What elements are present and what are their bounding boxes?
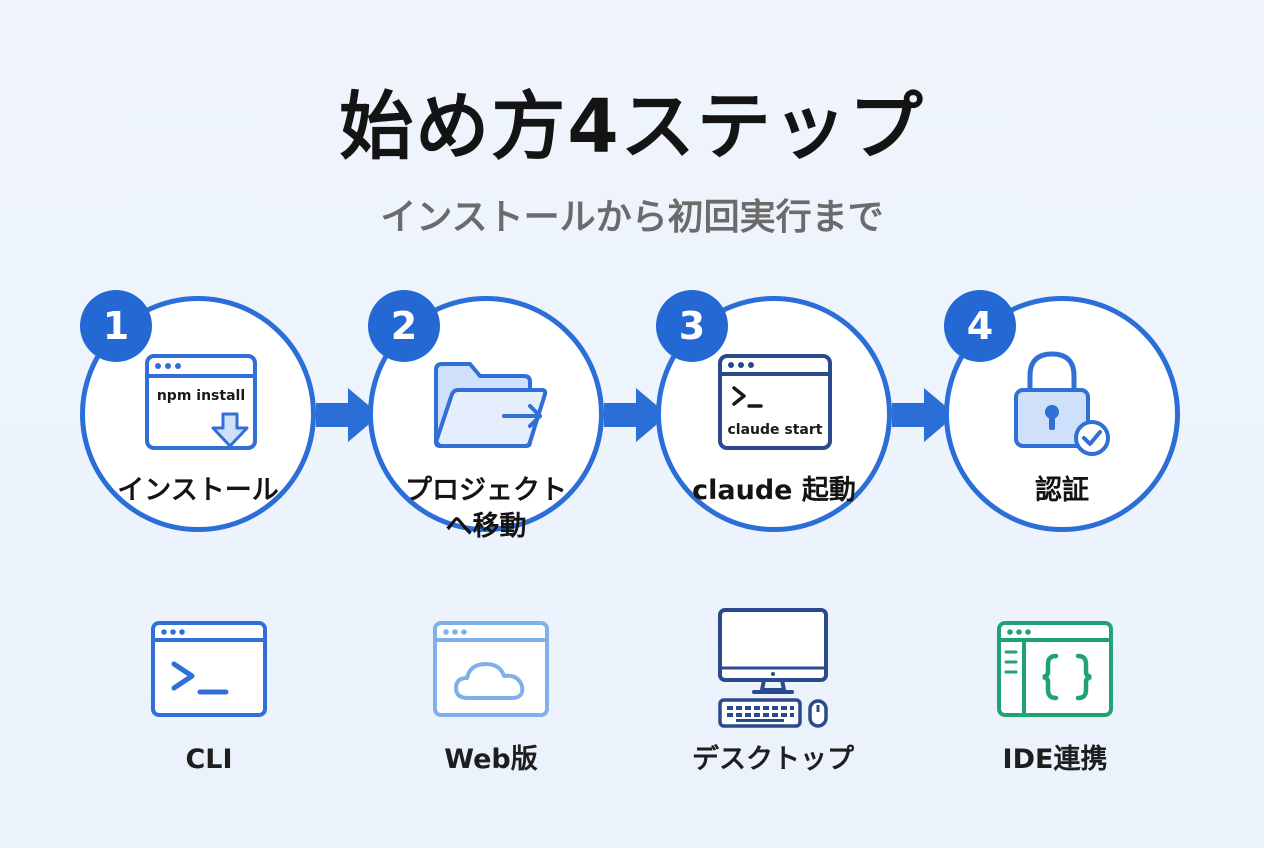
padlock-check-icon: [1014, 351, 1110, 456]
page-title: 始め方4ステップ: [339, 84, 925, 170]
desktop-computer-icon: [718, 608, 828, 728]
step-3-badge: 3: [656, 290, 728, 362]
mode-desktop-label: デスクトップ: [692, 744, 854, 775]
step-4-badge: 4: [944, 290, 1016, 362]
code-editor-icon: [997, 621, 1113, 717]
step-2-label-line2: へ移動: [445, 511, 527, 542]
step-1-badge: 1: [80, 290, 152, 362]
mode-cli-label: CLI: [185, 744, 233, 775]
terminal-prompt-icon: [151, 621, 267, 717]
arrow-right-icon: [892, 388, 956, 442]
step-3-label: claude 起動: [692, 475, 856, 506]
terminal-download-icon: npm install: [145, 354, 257, 450]
claude-start-text: claude start: [728, 422, 823, 438]
arrow-right-icon: [604, 388, 668, 442]
mode-ide-label: IDE連携: [1002, 744, 1108, 775]
arrow-right-icon: [316, 388, 380, 442]
folder-arrow-icon: [434, 362, 548, 448]
step-2-label-line1: プロジェクト: [405, 475, 567, 506]
npm-install-text: npm install: [157, 388, 245, 404]
step-2-badge: 2: [368, 290, 440, 362]
mode-web-label: Web版: [444, 744, 538, 775]
step-4-label: 認証: [1035, 475, 1089, 506]
page-subtitle: インストールから初回実行まで: [380, 197, 884, 238]
terminal-window-icon: claude start: [718, 354, 832, 450]
step-2-circle: [368, 296, 604, 532]
step-1-label: インストール: [117, 475, 279, 506]
browser-cloud-icon: [433, 621, 549, 717]
